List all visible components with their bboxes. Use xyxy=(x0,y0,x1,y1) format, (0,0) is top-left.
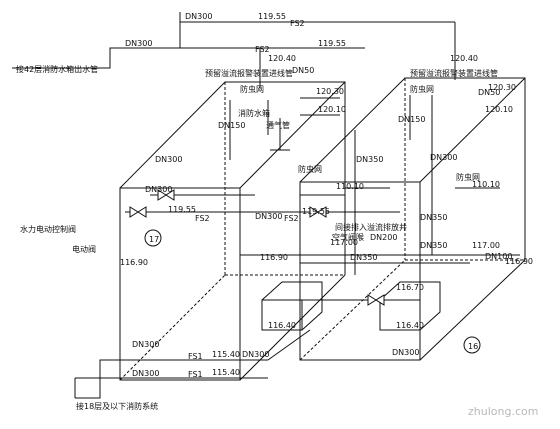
label-right-elev-top: 120.40 xyxy=(450,54,478,63)
label-mid-fs2-right: FS2 xyxy=(284,214,299,223)
label-left-dn150: DN150 xyxy=(218,121,245,130)
label-left-top-note: 预留溢流报警装置进线管 xyxy=(205,68,293,78)
label-vent: 通气管 xyxy=(266,120,290,130)
left-tank-front xyxy=(119,187,241,381)
valve-bottom-1 xyxy=(367,294,377,306)
label-top-dn300: DN300 xyxy=(185,12,212,21)
label-electric-valve: 电动阀 xyxy=(72,244,96,254)
label-center-11670: 116.70 xyxy=(396,283,424,292)
marker-16-circle xyxy=(463,336,481,354)
valve-upper-2 xyxy=(165,189,175,201)
label-left-11690: 116.90 xyxy=(120,258,148,267)
label-second-fs2: FS2 xyxy=(255,45,270,54)
left-tank-hidden-edge xyxy=(119,274,226,381)
label-right-dn300-vert: DN300 xyxy=(430,153,457,162)
label-right-dn350: DN350 xyxy=(420,213,447,222)
label-left-11640: 116.40 xyxy=(268,321,296,330)
pipe-bottom-diag xyxy=(267,329,311,361)
label-right-elev-mid: 120.30 xyxy=(488,83,516,92)
label-center-dn200: DN200 xyxy=(370,233,397,242)
label-circle-17: 17 xyxy=(149,235,159,244)
label-right-11010: 110.10 xyxy=(472,180,500,189)
label-right-dn50: DN50 xyxy=(478,88,500,97)
label-right-11700: 117.00 xyxy=(472,241,500,250)
label-right-12010: 120.10 xyxy=(485,105,513,114)
label-bottom-elev2: 115.40 xyxy=(212,368,240,377)
label-center-dn350-vert: DN350 xyxy=(356,155,383,164)
pipe-bottom-fs1-2 xyxy=(75,377,268,399)
label-top-elev: 119.55 xyxy=(258,12,286,21)
left-tank-edge-bottom xyxy=(239,274,346,381)
label-bottom-dn300-mid: DN300 xyxy=(242,350,269,359)
label-left-dn50: DN50 xyxy=(292,66,314,75)
label-drain: 间接排入溢流排放井 xyxy=(335,222,407,232)
valve-control-2 xyxy=(137,206,147,218)
right-tank-edge-top xyxy=(419,77,526,183)
label-center-dn350: DN350 xyxy=(420,241,447,250)
label-left-elev-mid: 120.30 xyxy=(316,87,344,96)
label-left-dn300-vert: DN300 xyxy=(155,155,182,164)
right-tank-edge-bottom xyxy=(419,259,526,361)
pipe-bottom-fs1 xyxy=(75,359,268,379)
label-bottom-fs1-2: FS1 xyxy=(188,370,203,379)
label-right-fireproof: 防虫网 xyxy=(410,84,434,94)
overflow-box-right-3d xyxy=(379,281,441,331)
label-left-note: 接42层消防水箱出水管 xyxy=(16,64,98,74)
label-bottom-fs1: FS1 xyxy=(188,352,203,361)
label-second-elev: 119.55 xyxy=(318,39,346,48)
label-dn300-valve: DN300 xyxy=(145,185,172,194)
valve-right-1 xyxy=(309,206,319,218)
label-mid-elev-right: 119.55 xyxy=(302,207,330,216)
label-right-top-note: 预留溢流报警装置进线管 xyxy=(410,68,498,78)
label-left-12010: 120.10 xyxy=(318,105,346,114)
overflow-box-left xyxy=(261,299,303,331)
label-air-valve: 空气阀喉 xyxy=(332,232,364,242)
label-center-11690: 116.90 xyxy=(260,253,288,262)
label-center-dn350b: DN350 xyxy=(350,253,377,262)
label-right-dn150: DN150 xyxy=(398,115,425,124)
valve-control-1 xyxy=(129,206,139,218)
label-bottom-elev1: 115.40 xyxy=(212,350,240,359)
label-water-gauge: 消防水箱 xyxy=(238,108,270,118)
label-mid-elev-left: 119.55 xyxy=(168,205,196,214)
label-left-elev-top: 120.40 xyxy=(268,54,296,63)
label-mid-dn300: DN300 xyxy=(255,212,282,221)
valve-right-2 xyxy=(317,206,327,218)
label-right-11690: 116.90 xyxy=(505,257,533,266)
left-tank-back xyxy=(119,81,346,275)
label-bottom-note: 接18层及以下消防系统 xyxy=(76,401,158,411)
valve-bottom-2 xyxy=(375,294,385,306)
valve-upper-1 xyxy=(157,189,167,201)
label-circle-16: 16 xyxy=(468,342,478,351)
label-bottom-dn300-right: DN300 xyxy=(392,348,419,357)
watermark: zhulong.com xyxy=(468,405,538,418)
right-tank-hidden-edge xyxy=(299,259,406,361)
label-top-fs2: FS2 xyxy=(290,19,305,28)
label-left-fireproof: 防虫网 xyxy=(240,84,264,94)
label-bottom-dn300: DN300 xyxy=(132,340,159,349)
label-right-11640: 116.40 xyxy=(396,321,424,330)
left-tank-edge-top xyxy=(239,81,346,189)
label-bottom-dn300-2: DN300 xyxy=(132,369,159,378)
overflow-box-left-3d xyxy=(261,281,323,331)
label-right-dn100: DN100 xyxy=(485,252,512,261)
overflow-box-right xyxy=(379,299,421,331)
right-tank-back xyxy=(299,77,526,260)
label-second-dn300: DN300 xyxy=(125,39,152,48)
right-tank-front xyxy=(299,181,421,361)
label-control-valve: 水力电动控制阀 xyxy=(20,224,76,234)
label-center-fire-valve: 防虫网 xyxy=(298,164,322,174)
marker-17-circle xyxy=(144,229,162,247)
label-mid-fs2: FS2 xyxy=(195,214,210,223)
pipe-left-inlet xyxy=(12,22,181,69)
label-right-fire-valve: 防虫网 xyxy=(456,172,480,182)
label-center-11700: 117.00 xyxy=(330,238,358,247)
label-center-11010: 110.10 xyxy=(336,182,364,191)
